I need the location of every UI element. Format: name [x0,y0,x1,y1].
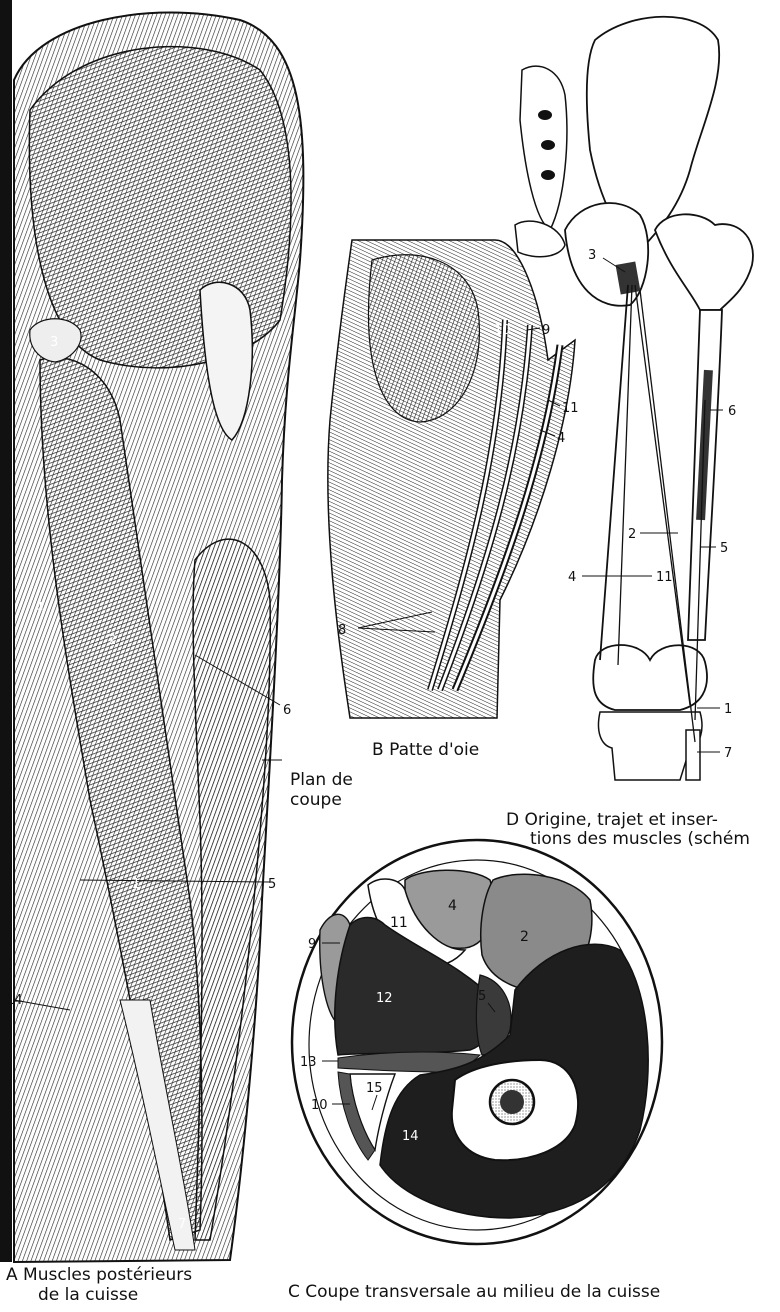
gluteus-region [29,47,291,368]
panel-c-label-2: 2 [520,929,529,945]
panel-c-label-4: 4 [448,898,457,914]
panel-a-label-3: 3 [50,335,58,350]
panel-c-label-5: 5 [478,989,486,1004]
panel-d-label-11: 11 [656,570,673,585]
panel-b-illustration: 10 9 11 4 8 [328,240,579,718]
sacral-foramen-1 [538,110,552,120]
panel-d-caption-line2: tions des muscles (schém [530,829,750,849]
sacral-foramen-3 [541,170,555,180]
panel-a-illustration: 3 4 2 6 1 5 14 7 [0,0,303,1262]
pubis [515,221,565,257]
panel-a-label-2: 2 [108,633,116,648]
panel-a-caption-text-1: Muscles postérieurs [23,1265,192,1285]
muscle-line-11 [618,285,632,665]
muscle-line-2 [635,285,690,705]
sacral-foramen-2 [541,140,555,150]
panel-b-caption-letter: B [372,740,384,760]
panel-c-label-9: 9 [308,937,316,952]
panel-a-caption-letter: A [6,1265,18,1285]
panel-a-label-1: 1 [132,877,140,892]
panel-c-label-11: 11 [390,915,408,931]
panel-c-label-12: 12 [376,991,393,1006]
panel-a-left-edge [0,0,12,1262]
panel-d-label-7: 7 [724,746,732,761]
panel-a-plane-label-line1: Plan de [290,770,353,790]
fibula-head [686,730,700,780]
panel-a-label-6: 6 [283,703,291,718]
panel-d-label-3: 3 [588,248,596,263]
panel-c-label-10: 10 [311,1098,328,1113]
panel-b-label-9: 9 [542,323,550,338]
panel-d-label-6: 6 [728,404,736,419]
panel-d-caption-line1: D Origine, trajet et inser- [506,810,718,830]
panel-c-label-15: 15 [366,1081,383,1096]
panel-d-label-2: 2 [628,527,636,542]
femur-marrow-core [500,1090,524,1114]
panel-d-caption-text-1: Origine, trajet et inser- [525,810,718,830]
panel-c-caption-text: Coupe transversale au milieu de la cuiss… [305,1282,660,1302]
panel-a-plane-label-line2: coupe [290,790,342,810]
panel-b-label-8: 8 [338,623,346,638]
panel-c-label-13: 13 [300,1055,317,1070]
panel-b-label-10: 10 [494,323,511,338]
femur-head [655,214,753,310]
panel-b-label-11: 11 [562,401,579,416]
panel-a-label-5: 5 [268,877,276,892]
panel-c-caption: C Coupe transversale au milieu de la cui… [288,1282,660,1302]
panel-a-label-14: 14 [6,993,23,1008]
panel-a-caption-line1: A Muscles postérieurs [6,1265,192,1285]
panel-c-label-14: 14 [402,1129,419,1144]
panel-a-label-7: 7 [178,1217,186,1232]
panel-a-label-4: 4 [35,601,43,616]
panel-b-caption-text: Patte d'oie [389,740,479,760]
panel-d-label-1: 1 [724,702,732,717]
panel-d-caption-letter: D [506,810,519,830]
panel-b-caption: B Patte d'oie [372,740,479,760]
panel-d-label-5: 5 [720,541,728,556]
muscle-line-4 [600,285,628,660]
panel-d-label-4: 4 [568,570,576,585]
panel-b-label-4: 4 [557,431,565,446]
panel-c-illustration: 4 2 11 9 5 12 13 15 10 14 [292,840,662,1244]
panel-c-caption-letter: C [288,1282,300,1302]
panel-a-caption-line2: de la cuisse [38,1285,138,1305]
